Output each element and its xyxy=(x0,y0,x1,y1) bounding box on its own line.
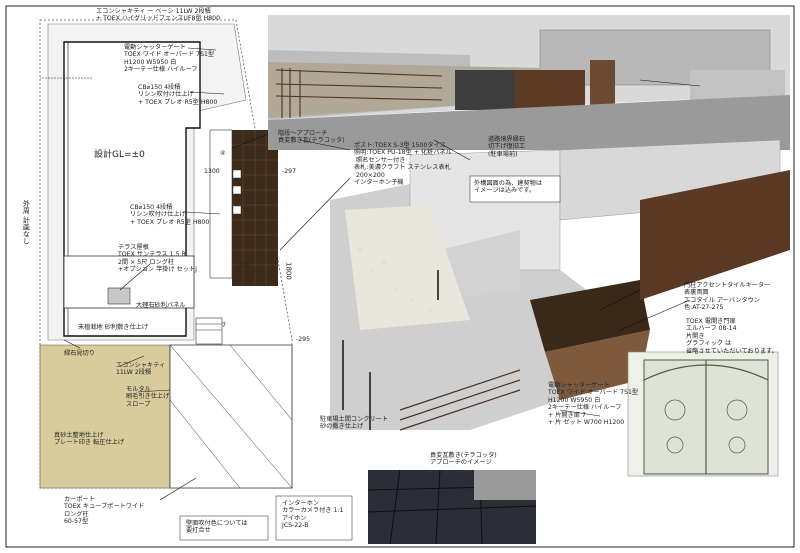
render-posts xyxy=(342,270,439,430)
dim-550: -550 xyxy=(236,262,251,269)
site-plan xyxy=(39,19,293,501)
render-leaders xyxy=(279,79,701,417)
label-exterior-note: 外構図面の為、建契物は イメージは込みです。 xyxy=(474,180,543,195)
dim-297: -297 xyxy=(282,168,297,175)
render-fence xyxy=(399,369,521,431)
label-gate-top: 電動シャッターゲート TOEX ワイド オーバード 7S1型 H1200 W59… xyxy=(124,44,215,74)
dim-1300: 1300 xyxy=(204,168,220,175)
dim-4: ④ xyxy=(220,150,226,157)
wallcolor-box xyxy=(179,515,269,541)
label-cb-top: CB⌀150 4段積 リシン吹付け仕上げ + TOEX プレオ R5型 H800 xyxy=(138,84,218,106)
label-wall-top: エコンシャキティ ー ベーシ 11LW 2段積 + TOEX ハイグリッドフェン… xyxy=(96,8,221,23)
label-road: 道路境界縁石 切下げ復旧工 (駐車場前) xyxy=(488,136,526,158)
intercom-box xyxy=(275,495,353,541)
label-terrace: テラス屋根 TOEX サンテラス 1.5 R 2間 × 5尺 ロング柱 +オプシ… xyxy=(118,244,198,274)
approach-photo xyxy=(367,469,537,545)
label-intercom: インターホン カラーカメラ付き 1:1 アイホン JCS-22-B xyxy=(282,500,344,530)
label-concrete: 駐車場土間コンクリート 砂の撒き仕上げ xyxy=(320,416,389,431)
leader-lines xyxy=(40,47,275,501)
label-gl: 設計GL=±0 xyxy=(94,150,145,160)
label-planting: 未植栽地 砂利敷き仕上げ xyxy=(78,324,149,331)
label-econ: エコンシャキティ 11LW 2段積 xyxy=(116,362,166,377)
dim-7: 7 xyxy=(222,322,226,329)
label-shutter-mid: 電動シャッターゲート TOEX ワイド オーバード 7S1型 H1200 W59… xyxy=(548,382,639,427)
label-cb-mid: CB⌀150 4段積 リシン吹付け仕上げ + TOEX プレオ R5型 H800 xyxy=(130,204,210,226)
render-gate xyxy=(275,68,443,118)
dim-295: -295 xyxy=(296,336,311,343)
gravel-dots xyxy=(358,248,432,312)
label-green: 緑石見切り xyxy=(64,350,95,357)
label-carport: カーポート TOEX キューブポートワイド ロング柱 60-57型 xyxy=(64,496,145,526)
gate-photo xyxy=(627,351,779,477)
dim-1800: 1800 xyxy=(284,262,293,280)
label-gate-right: TOEX 電開き門扉 エルハーフ 08-14 片開き グラフィック は 省略させ… xyxy=(686,318,778,355)
note-box xyxy=(469,175,561,203)
label-tile-wall: 門柱アクセントタイルキーター 表裏両面 エコタイル アーバンタウン 色:AT-2… xyxy=(684,282,771,312)
terrace-unit xyxy=(107,287,131,305)
label-wallcolor: 壁面吹付色については 要打合せ xyxy=(186,520,248,535)
label-approach-img: 貢変瓦敷き(テラコッタ) アプローチのイメージ xyxy=(430,452,497,467)
label-border: 外周 計画なし xyxy=(22,200,31,245)
label-steps: 階段〜アプローチ 貢変敷き瓦(テラコッタ) xyxy=(278,130,345,145)
label-gravel: 真砂土整地仕上げ プレート印き 転圧仕上げ xyxy=(54,432,125,447)
label-post: ポスト:TOEX S-3型 1500タイス 照明:TOEX PU-18型 + 化… xyxy=(354,142,452,187)
label-mortar: モルタル 刷毛引き仕上げ スロープ xyxy=(126,386,170,408)
stair xyxy=(209,129,233,279)
facade-render xyxy=(268,15,790,150)
label-stair-drop: 大理石砂利パネル xyxy=(136,302,186,309)
